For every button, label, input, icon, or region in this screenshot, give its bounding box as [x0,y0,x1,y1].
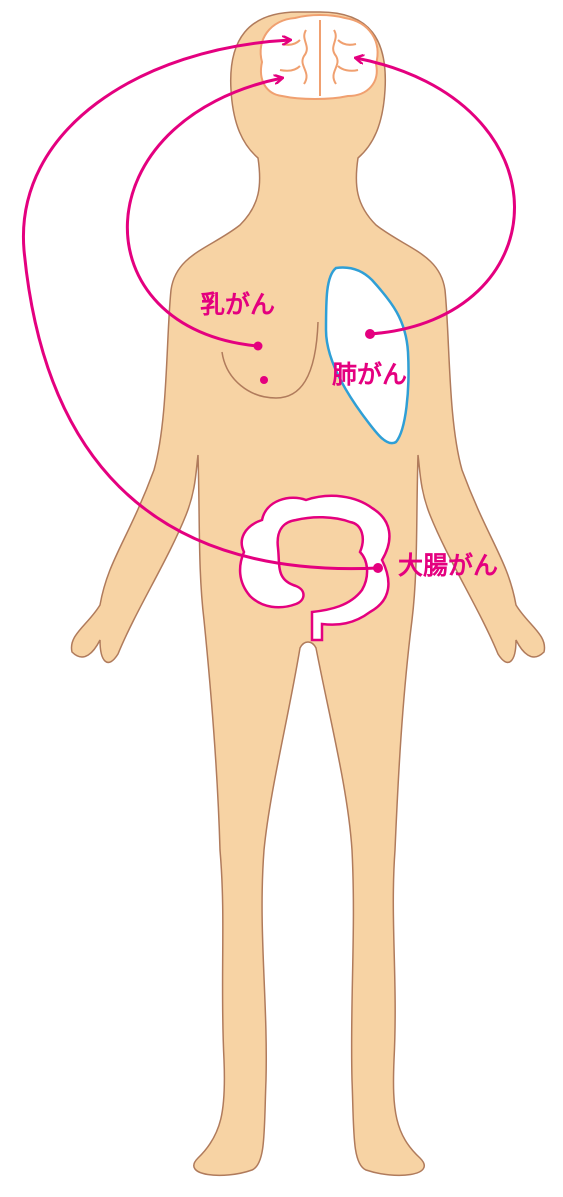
dot-lung-origin [365,329,375,339]
label-lung-cancer: 肺がん [332,362,407,387]
body-silhouette [71,12,544,1175]
label-breast-cancer: 乳がん [200,292,275,317]
dot-breast-origin [254,342,263,351]
dot-breast-nipple [260,376,268,384]
label-colon-cancer: 大腸がん [398,553,498,578]
dot-colon-origin [373,563,383,573]
